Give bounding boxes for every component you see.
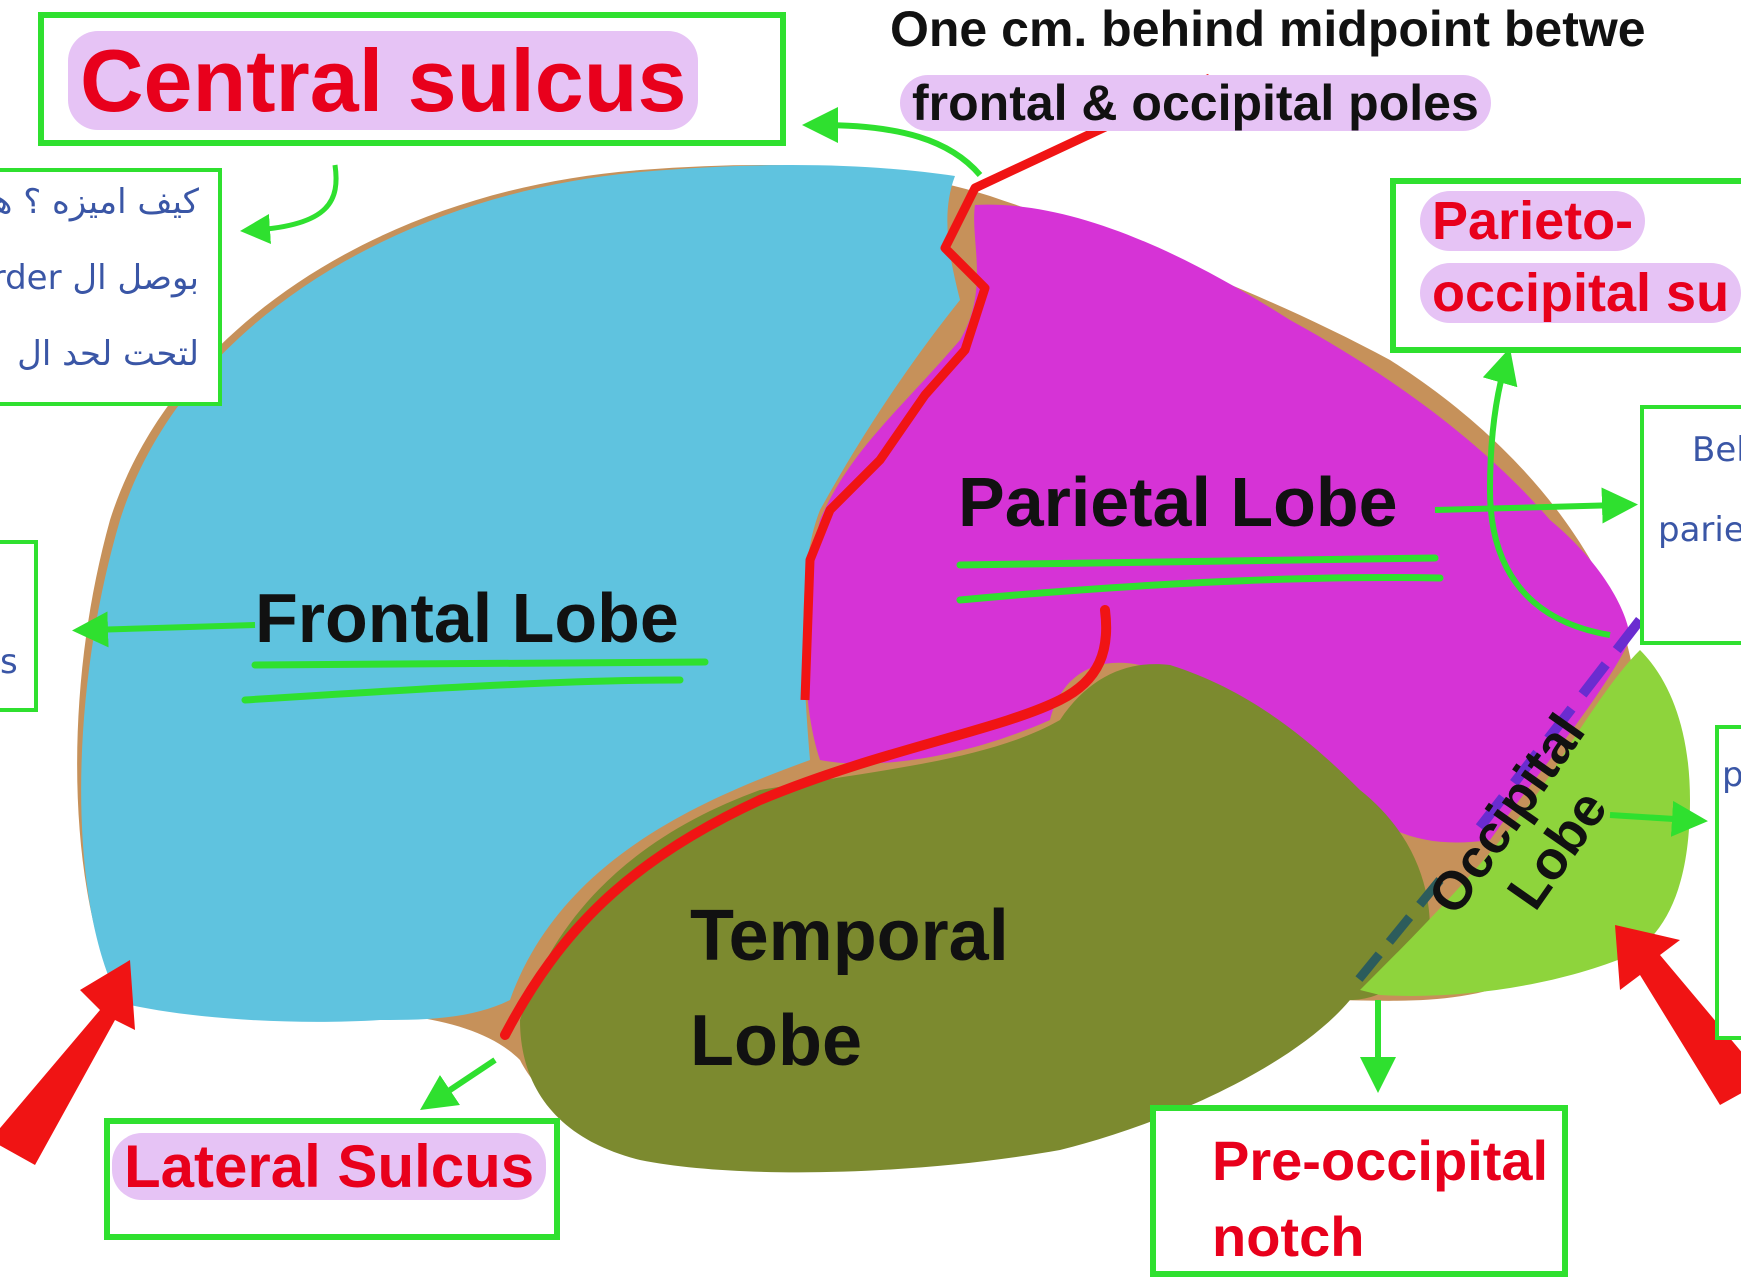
note-pointer — [255, 165, 336, 230]
pre-occipital-line2: notch — [1212, 1204, 1364, 1269]
parietal-lobe-label: Parietal Lobe — [958, 462, 1398, 542]
central-sulcus-label: Central sulcus — [68, 30, 698, 132]
temporal-lobe-line1: Temporal — [690, 895, 1009, 977]
pre-occipital-line1: Pre-occipital — [1212, 1128, 1548, 1193]
right-note-line2: parie — [1658, 510, 1741, 550]
left-note-box-2 — [0, 540, 38, 712]
left-note-line1: كيف اميزه ؟ هـ — [0, 182, 199, 222]
left-note-fragment: s — [0, 642, 18, 682]
lateral-pointer — [435, 1060, 495, 1100]
left-note-line3: لتحت لحد ال — [17, 334, 199, 374]
central-note-line2: frontal & occipital poles — [900, 74, 1491, 132]
frontal-lobe-label: Frontal Lobe — [255, 578, 679, 658]
parieto-occipital-line2: occipital su — [1420, 262, 1741, 324]
right-note-fragment: p — [1722, 755, 1741, 795]
lateral-sulcus-label: Lateral Sulcus — [112, 1132, 546, 1201]
central-note-line1: One cm. behind midpoint betwe — [890, 0, 1646, 58]
parieto-occipital-line1: Parieto- — [1420, 190, 1645, 252]
right-note-line1: Bel — [1692, 430, 1741, 470]
left-note-line2: بوصل ال rder — [0, 258, 199, 298]
temporal-lobe-line2: Lobe — [690, 1000, 862, 1082]
